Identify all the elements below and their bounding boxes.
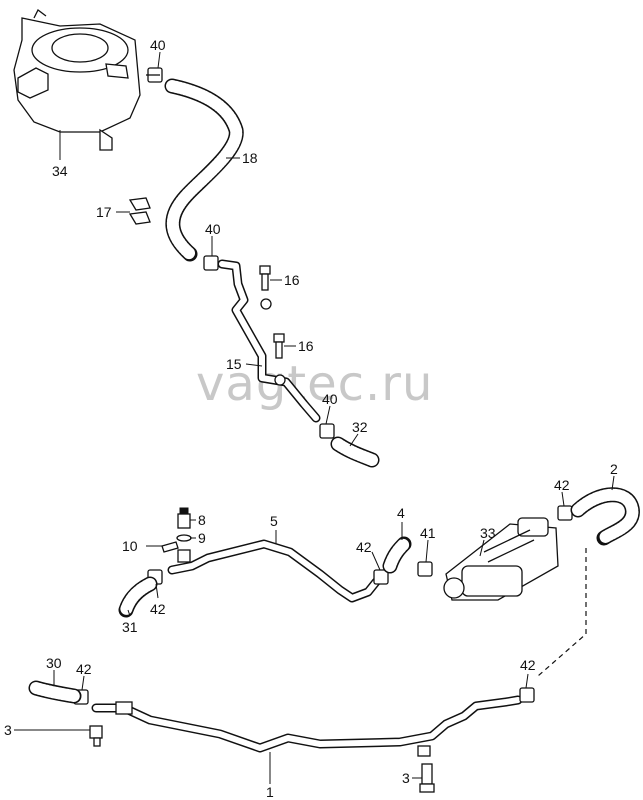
bolt-16-lower[interactable] <box>273 333 285 359</box>
hose-clamp-42-mid[interactable] <box>373 569 389 585</box>
bolt-16-upper[interactable] <box>259 265 271 291</box>
coolant-pipe-5[interactable] <box>167 539 381 603</box>
hose-31[interactable] <box>118 576 158 618</box>
label-3-a: 3 <box>4 722 12 738</box>
label-42-c: 42 <box>554 477 570 493</box>
label-30: 30 <box>46 655 62 671</box>
label-32: 32 <box>352 419 368 435</box>
label-15: 15 <box>226 356 242 372</box>
hose-2[interactable] <box>570 487 640 546</box>
label-9: 9 <box>198 530 206 546</box>
hose-clamp-41[interactable] <box>417 561 433 577</box>
label-5: 5 <box>270 513 278 529</box>
label-42-a: 42 <box>150 601 166 617</box>
label-40-b: 40 <box>205 221 221 237</box>
label-16-a: 16 <box>284 272 300 288</box>
coolant-pipe-1[interactable] <box>91 695 523 757</box>
hose-32[interactable] <box>330 436 380 468</box>
label-40-a: 40 <box>150 37 166 53</box>
hose-clamp-40-tank[interactable] <box>146 67 163 83</box>
label-1: 1 <box>266 784 274 800</box>
bolt-3-right[interactable] <box>419 763 435 793</box>
bolt-3-left[interactable] <box>89 725 103 747</box>
clip-10[interactable] <box>161 541 179 553</box>
label-8: 8 <box>198 512 206 528</box>
hose-clamp-42-lower-right[interactable] <box>519 687 535 703</box>
label-18: 18 <box>242 150 258 166</box>
label-40-c: 40 <box>322 391 338 407</box>
label-34: 34 <box>52 163 68 179</box>
coolant-hose-18[interactable] <box>164 78 244 262</box>
label-41: 41 <box>420 525 436 541</box>
label-17: 17 <box>96 204 112 220</box>
label-3-b: 3 <box>402 770 410 786</box>
connection-dashed-line <box>537 548 587 677</box>
label-2: 2 <box>610 461 618 477</box>
label-10: 10 <box>122 538 138 554</box>
sensor-8[interactable] <box>177 507 191 529</box>
label-4: 4 <box>397 505 405 521</box>
clip-17[interactable] <box>128 197 151 225</box>
egr-cooler-33[interactable] <box>443 517 559 601</box>
leader-lines <box>14 51 615 784</box>
watermark: vagtec.ru <box>196 356 433 412</box>
hose-clamp-42-right[interactable] <box>557 505 573 521</box>
label-33: 33 <box>480 525 496 541</box>
label-31: 31 <box>122 619 138 635</box>
hose-clamp-40-lower[interactable] <box>319 423 335 439</box>
hose-30[interactable] <box>28 680 82 704</box>
label-42-e: 42 <box>520 657 536 673</box>
o-ring-9[interactable] <box>176 534 192 542</box>
coolant-pipe-15[interactable] <box>217 259 321 423</box>
label-42-d: 42 <box>76 661 92 677</box>
label-16-b: 16 <box>298 338 314 354</box>
label-42-b: 42 <box>356 539 372 555</box>
expansion-tank-34[interactable] <box>13 9 141 151</box>
hose-4[interactable] <box>382 536 412 574</box>
hose-clamp-40-mid[interactable] <box>203 255 219 271</box>
